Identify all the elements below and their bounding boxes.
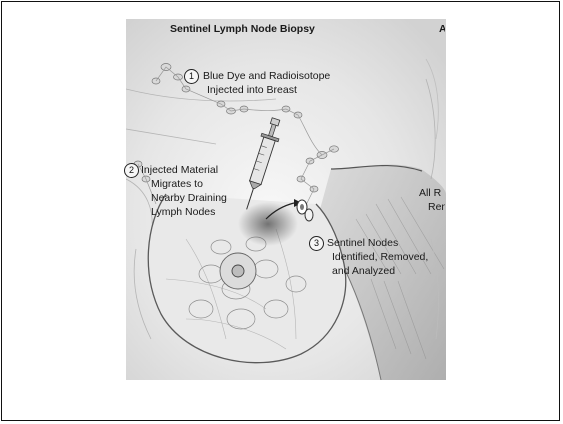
step-2-line-1: Injected Material [141,164,218,176]
step-3-badge: 3 [309,236,324,251]
cut-text-line-2: Ren [428,201,445,213]
step-2-line-2: Migrates to [151,178,203,190]
step-3-line-3: and Analyzed [332,265,395,277]
step-3-line-2: Identified, Removed, [332,251,428,263]
step-1-line-1: Blue Dye and Radioisotope [203,70,330,82]
step-2-line-4: Lymph Nodes [151,206,215,218]
step-2-badge: 2 [124,163,139,178]
figure-title: Sentinel Lymph Node Biopsy [170,23,315,35]
step-1-line-2: Injected into Breast [207,84,297,96]
step-2-line-3: Nearby Draining [151,192,227,204]
figure-title-cut: A [439,23,445,35]
cut-text-line-1: All R [419,187,445,199]
step-1-badge: 1 [184,69,199,84]
step-3-line-1: Sentinel Nodes [327,237,398,249]
